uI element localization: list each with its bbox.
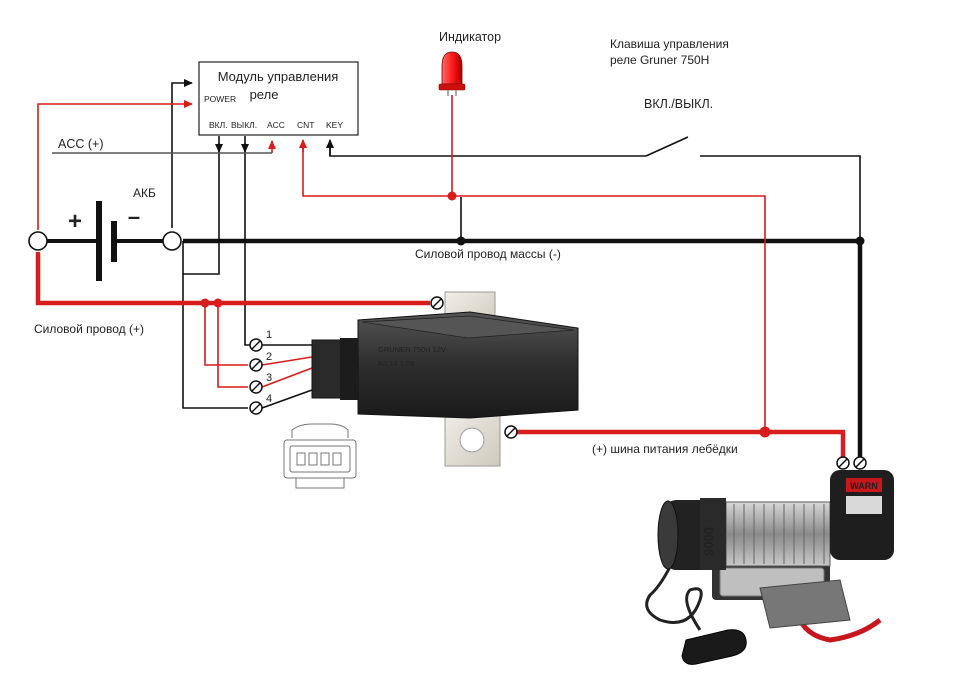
module-title-line1: Модуль управления <box>218 69 339 84</box>
relay-pin-number-4: 4 <box>266 393 272 405</box>
terminal-screw-icon <box>249 380 263 394</box>
relay-pin2-wire <box>204 303 248 366</box>
indicator-label: Индикатор <box>439 30 501 44</box>
module-pin-power: POWER <box>204 94 236 104</box>
junction-dot <box>213 298 223 308</box>
switch-wire <box>329 143 646 157</box>
relay-control-terminals: 1 2 3 4 <box>249 329 272 415</box>
relay-pin-number-2: 2 <box>266 351 272 363</box>
on-off-label: ВКЛ./ВЫКЛ. <box>644 97 713 111</box>
terminal-screw-icon <box>853 456 867 470</box>
relay-stud-bottom <box>459 427 485 453</box>
power-wire-label: Силовой провод (+) <box>34 322 144 336</box>
winch-bus-label: (+) шина питания лебёдки <box>592 442 738 456</box>
switch-label-line2: реле Gruner 750H <box>610 53 709 67</box>
battery-pos-power-wire <box>35 252 430 306</box>
module-pin-on: ВКЛ. <box>209 120 228 130</box>
switch-to-ground-wire <box>700 155 861 241</box>
winch-image: 9000 WARN <box>645 470 894 665</box>
relay-term3-wire <box>261 367 313 388</box>
cnt-wire <box>302 141 766 432</box>
relay-pin3-wire <box>217 303 248 388</box>
battery-label: АКБ <box>133 186 156 200</box>
winch-model: 9000 <box>701 527 716 556</box>
winch-control-box <box>830 470 894 560</box>
terminal-screw-icon <box>249 338 263 352</box>
battery-symbol: + – АКБ <box>28 186 182 281</box>
winch-control-label <box>846 478 882 492</box>
winch-bus-wire <box>510 429 846 458</box>
battery-minus-sign: – <box>128 204 140 229</box>
led-body-icon <box>441 51 463 85</box>
junction-dots <box>200 191 865 438</box>
module-pin-off: ВЫКЛ. <box>231 120 257 130</box>
module-pin-cnt: CNT <box>297 120 314 130</box>
terminal-screw-icon <box>836 456 850 470</box>
relay-pin-number-1: 1 <box>266 329 272 341</box>
connector-pinout-icon <box>283 423 357 489</box>
power-relay: GRUNER 750H 12V K8 14 1 09 <box>311 291 579 467</box>
black-wires <box>171 79 863 458</box>
acc-label: ACC (+) <box>58 137 104 151</box>
relay-body <box>357 311 579 419</box>
terminal-screw-icon <box>430 296 444 310</box>
relay-term2-wire <box>261 356 313 366</box>
module-pin-key: KEY <box>326 120 343 130</box>
off-pin-wire <box>244 143 256 346</box>
module-pin-acc: ACC <box>267 120 285 130</box>
winch-motor-end <box>657 500 679 570</box>
switch-lever <box>645 136 689 157</box>
junction-dot <box>447 191 457 201</box>
terminal-screw-icon <box>249 358 263 372</box>
winch-brand-label: WARN <box>850 481 878 491</box>
ground-wire-label: Силовой провод массы (-) <box>415 247 561 261</box>
junction-dot <box>759 426 771 438</box>
indicator-led: Индикатор <box>438 30 501 96</box>
module-title-line2: реле <box>250 87 279 102</box>
winch-remote-cable <box>645 519 703 631</box>
relay-term4-wire <box>261 389 313 409</box>
battery-plus-sign: + <box>68 208 82 235</box>
junction-dot <box>200 298 210 308</box>
control-module-box <box>198 61 359 136</box>
battery-neg-wire <box>171 79 193 228</box>
winch-control-plate <box>846 496 882 514</box>
winch-end-bearing <box>700 498 726 570</box>
relay-connector-latch <box>340 338 358 400</box>
led-base-icon <box>438 83 466 91</box>
battery-neg-terminal <box>162 231 182 251</box>
control-module: Модуль управления реле POWER ВКЛ. ВЫКЛ. … <box>198 61 359 136</box>
red-wires <box>35 95 846 458</box>
terminal-screw-icon <box>504 425 518 439</box>
winch-terminals <box>836 456 867 470</box>
switch-label-line1: Клавиша управления <box>610 37 729 51</box>
relay-pin-number-3: 3 <box>266 372 272 384</box>
terminal-screw-icon <box>249 401 263 415</box>
winch-drum-rope <box>733 504 825 564</box>
junction-dot <box>855 236 865 246</box>
junction-dot <box>456 236 466 246</box>
relay-marking-line2: K8 14 1 09 <box>378 359 414 368</box>
winch-fairlead <box>759 579 851 629</box>
on-pin-wire <box>183 143 220 275</box>
relay-marking-line1: GRUNER 750H 12V <box>378 345 446 354</box>
battery-pos-to-power-wire <box>37 100 193 230</box>
battery-pos-terminal <box>28 231 48 251</box>
relay-top-lid <box>361 315 575 339</box>
winch-remote-icon <box>681 629 747 665</box>
relay-pin4-ground-wire <box>182 241 248 409</box>
